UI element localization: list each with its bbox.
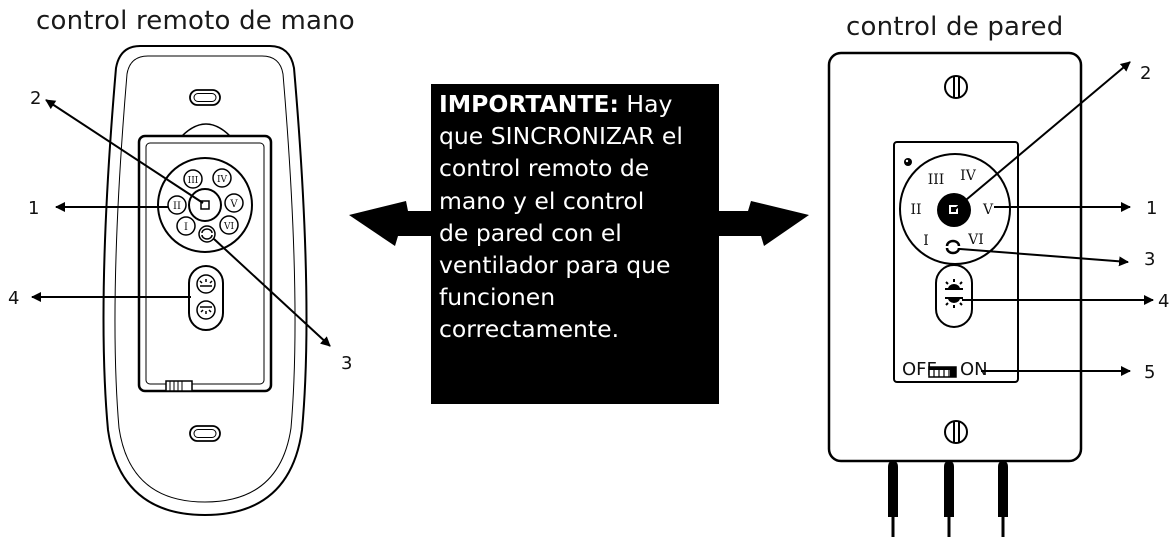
wall-callout-3: 3 <box>1144 249 1155 270</box>
wall-light-down-button[interactable] <box>945 297 963 308</box>
wall-leader-3 <box>959 248 1129 267</box>
notice-line-2: que SINCRONIZAR el <box>439 122 683 151</box>
wall-callout-5: 5 <box>1144 362 1155 383</box>
handheld-leader-3 <box>213 238 331 347</box>
handheld-leader-2 <box>45 99 204 204</box>
remote-reverse-button[interactable] <box>198 225 216 243</box>
remote-battery-latch <box>165 380 193 392</box>
remote-body-inner-edge <box>114 55 296 503</box>
wall-power-switch[interactable] <box>928 366 957 378</box>
notice-lead: IMPORTANTE: <box>439 90 619 118</box>
indicator-led-icon <box>904 158 912 166</box>
wall-light-up-button[interactable] <box>945 279 963 290</box>
handheld-remote-title: control remoto de mano <box>36 6 355 36</box>
handheld-remote: I II III IV V VI <box>102 45 308 517</box>
remote-speed-button-iv[interactable]: IV <box>212 168 232 188</box>
wall-switch-off-label: OFF <box>902 359 937 380</box>
remote-speed-button-iii[interactable]: III <box>183 169 203 189</box>
top-screw-icon <box>944 75 968 99</box>
notice-line-1-text: Hay <box>626 90 673 118</box>
wall-wires <box>888 461 1008 537</box>
wall-switch-on-label: ON <box>960 359 988 380</box>
wall-leader-2 <box>953 61 1131 211</box>
wall-speed-label-iii[interactable]: III <box>928 172 945 188</box>
remote-speed-button-v[interactable]: V <box>224 193 244 213</box>
handheld-callout-3: 3 <box>341 353 352 374</box>
reverse-arrows-icon <box>201 228 213 240</box>
remote-speed-button-vi[interactable]: VI <box>219 215 239 235</box>
wall-speed-label-v[interactable]: V <box>982 202 994 218</box>
wall-callout-1: 1 <box>1146 198 1157 219</box>
wall-callout-4: 4 <box>1158 291 1169 312</box>
wall-callouts: 2 1 3 4 5 <box>953 61 1169 383</box>
important-notice-box: IMPORTANTE: Hay que SINCRONIZAR el contr… <box>431 84 719 404</box>
remote-speed-button-ii[interactable]: II <box>167 195 187 215</box>
remote-speed-label-i: I <box>184 222 188 233</box>
handheld-callouts: 1 2 3 4 <box>8 88 352 374</box>
left-block-arrow <box>349 201 432 246</box>
wall-control: I II III IV V VI OFF ON <box>827 51 1083 537</box>
notice-line-4: mano y el control <box>439 186 645 215</box>
handheld-callout-2: 2 <box>30 88 41 109</box>
notice-line-7: funcionen <box>439 283 556 312</box>
light-down-icon <box>200 306 212 314</box>
remote-light-down-button[interactable] <box>196 300 216 320</box>
notice-line-8: correctamente. <box>439 315 620 344</box>
notice-line-1: IMPORTANTE: Hay <box>439 88 711 120</box>
remote-speed-label-ii: II <box>173 201 181 212</box>
handheld-callout-1: 1 <box>28 198 39 219</box>
notice-line-3: control remoto de <box>439 154 650 183</box>
notice-line-5: de pared con el <box>439 218 622 247</box>
remote-speed-button-i[interactable]: I <box>176 216 196 236</box>
wall-reverse-icon[interactable] <box>945 239 961 255</box>
wall-control-title: control de pared <box>846 12 1064 42</box>
wall-speed-label-ii[interactable]: II <box>910 202 921 218</box>
handheld-callout-4: 4 <box>8 288 19 309</box>
remote-speed-label-iv: IV <box>217 175 228 185</box>
stop-square-icon <box>200 200 210 210</box>
light-up-icon <box>199 279 213 287</box>
wall-light-down-icon <box>945 297 963 308</box>
wall-speed-label-i[interactable]: I <box>923 233 929 249</box>
remote-speed-label-iii: III <box>188 176 199 186</box>
remote-speed-label-v: V <box>229 199 238 210</box>
remote-light-up-button[interactable] <box>196 274 216 294</box>
wall-callout-2: 2 <box>1140 63 1151 84</box>
bottom-screw-icon <box>944 420 968 444</box>
notice-line-6: ventilador para que <box>439 251 671 280</box>
wall-speed-label-iv[interactable]: IV <box>960 168 977 184</box>
remote-speed-label-vi: VI <box>223 222 234 232</box>
wall-light-pill <box>935 264 973 328</box>
wall-speed-label-vi[interactable]: VI <box>967 232 984 248</box>
right-block-arrow <box>719 201 809 246</box>
